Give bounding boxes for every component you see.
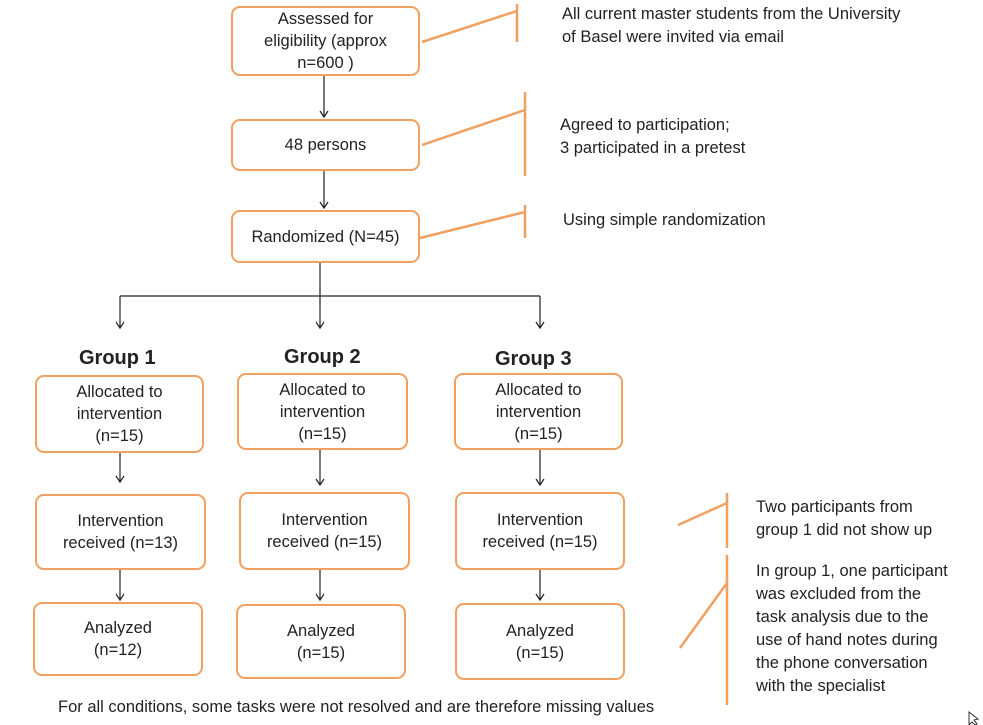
- bracket-persons-diag: [421, 108, 526, 147]
- bracket-analysis-diag: [678, 582, 729, 649]
- group3-allocated-line-2: intervention: [495, 402, 582, 421]
- intervention-note-line-1: Two participants from: [756, 498, 913, 516]
- group2-analyzed-box: Analyzed (n=15): [236, 604, 406, 679]
- group2-received-line-1: Intervention: [281, 511, 368, 529]
- persons-label: 48 persons: [284, 136, 367, 154]
- group2-allocated-line-2: intervention: [279, 402, 366, 421]
- group3-received-line-2: received (n=15): [482, 533, 598, 551]
- group2-allocated-box: Allocated to intervention (n=15): [237, 373, 408, 450]
- group2-allocated-line-3: (n=15): [298, 424, 347, 443]
- bracket-intervention-diag: [677, 501, 728, 527]
- eligibility-line-3: n=600 ): [297, 54, 354, 72]
- group1-allocated-line-1: Allocated to: [76, 383, 163, 401]
- randomized-note-line-1: Using simple randomization: [563, 211, 766, 229]
- eligibility-note: All current master students from the Uni…: [562, 3, 900, 49]
- eligibility-note-line-2: of Basel were invited via email: [562, 28, 784, 46]
- group1-received-line-2: received (n=13): [62, 534, 179, 552]
- group2-analyzed-line-2: (n=15): [296, 643, 346, 662]
- group3-allocated-line-1: Allocated to: [495, 380, 582, 399]
- group1-allocated-line-2: intervention: [76, 405, 163, 423]
- group2-allocated-line-1: Allocated to: [279, 380, 366, 399]
- analysis-note-line-4: use of hand notes during: [756, 631, 938, 649]
- persons-note: Agreed to participation; 3 participated …: [560, 114, 745, 160]
- eligibility-box: Assessed for eligibility (approx n=600 ): [231, 6, 420, 76]
- eligibility-line-1: Assessed for: [277, 10, 374, 28]
- analysis-note-line-2: was excluded from the: [756, 585, 922, 603]
- group1-analyzed-line-1: Analyzed: [84, 619, 152, 637]
- group2-received-line-2: received (n=15): [266, 533, 383, 551]
- eligibility-note-line-1: All current master students from the Uni…: [562, 5, 901, 23]
- group1-analyzed-box: Analyzed (n=12): [33, 602, 203, 676]
- analysis-note-line-5: the phone conversation: [756, 654, 928, 672]
- persons-note-line-2: 3 participated in a pretest: [560, 139, 746, 157]
- group3-allocated-box: Allocated to intervention (n=15): [454, 373, 623, 450]
- group3-allocated-line-3: (n=15): [514, 424, 563, 443]
- randomized-label: Randomized (N=45): [251, 227, 400, 246]
- group2-title: Group 2: [284, 346, 361, 368]
- intervention-note-line-2: group 1 did not show up: [756, 521, 933, 539]
- group1-analyzed-line-2: (n=12): [93, 641, 143, 659]
- cursor-icon: [968, 710, 980, 725]
- group3-analyzed-line-1: Analyzed: [506, 621, 574, 640]
- bracket-randomized-diag: [419, 210, 526, 240]
- persons-note-line-1: Agreed to participation;: [560, 116, 730, 134]
- group3-analyzed-line-2: (n=15): [515, 643, 565, 662]
- group1-allocated-line-3: (n=15): [95, 427, 144, 445]
- analysis-note-line-1: In group 1, one participant: [756, 562, 948, 580]
- analysis-note: In group 1, one participant was excluded…: [756, 560, 948, 698]
- group2-received-box: Intervention received (n=15): [239, 492, 410, 570]
- group1-received-line-1: Intervention: [77, 512, 164, 530]
- group2-analyzed-line-1: Analyzed: [287, 621, 355, 640]
- analysis-note-line-6: with the specialist: [756, 677, 886, 695]
- group3-analyzed-box: Analyzed (n=15): [455, 603, 625, 680]
- persons-box: 48 persons: [231, 119, 420, 171]
- bracket-eligibility-diag: [421, 9, 518, 44]
- group1-allocated-box: Allocated to intervention (n=15): [35, 375, 204, 453]
- group1-received-box: Intervention received (n=13): [35, 494, 206, 570]
- group3-received-line-1: Intervention: [496, 511, 584, 529]
- randomized-note: Using simple randomization: [563, 209, 766, 232]
- intervention-note: Two participants from group 1 did not sh…: [756, 496, 932, 542]
- group3-title: Group 3: [495, 348, 572, 370]
- group1-title: Group 1: [79, 347, 156, 369]
- eligibility-line-2: eligibility (approx: [264, 32, 387, 50]
- footnote: For all conditions, some tasks were not …: [58, 698, 655, 716]
- group3-received-box: Intervention received (n=15): [455, 492, 625, 570]
- randomized-box: Randomized (N=45): [231, 210, 420, 263]
- analysis-note-line-3: task analysis due to the: [756, 608, 929, 626]
